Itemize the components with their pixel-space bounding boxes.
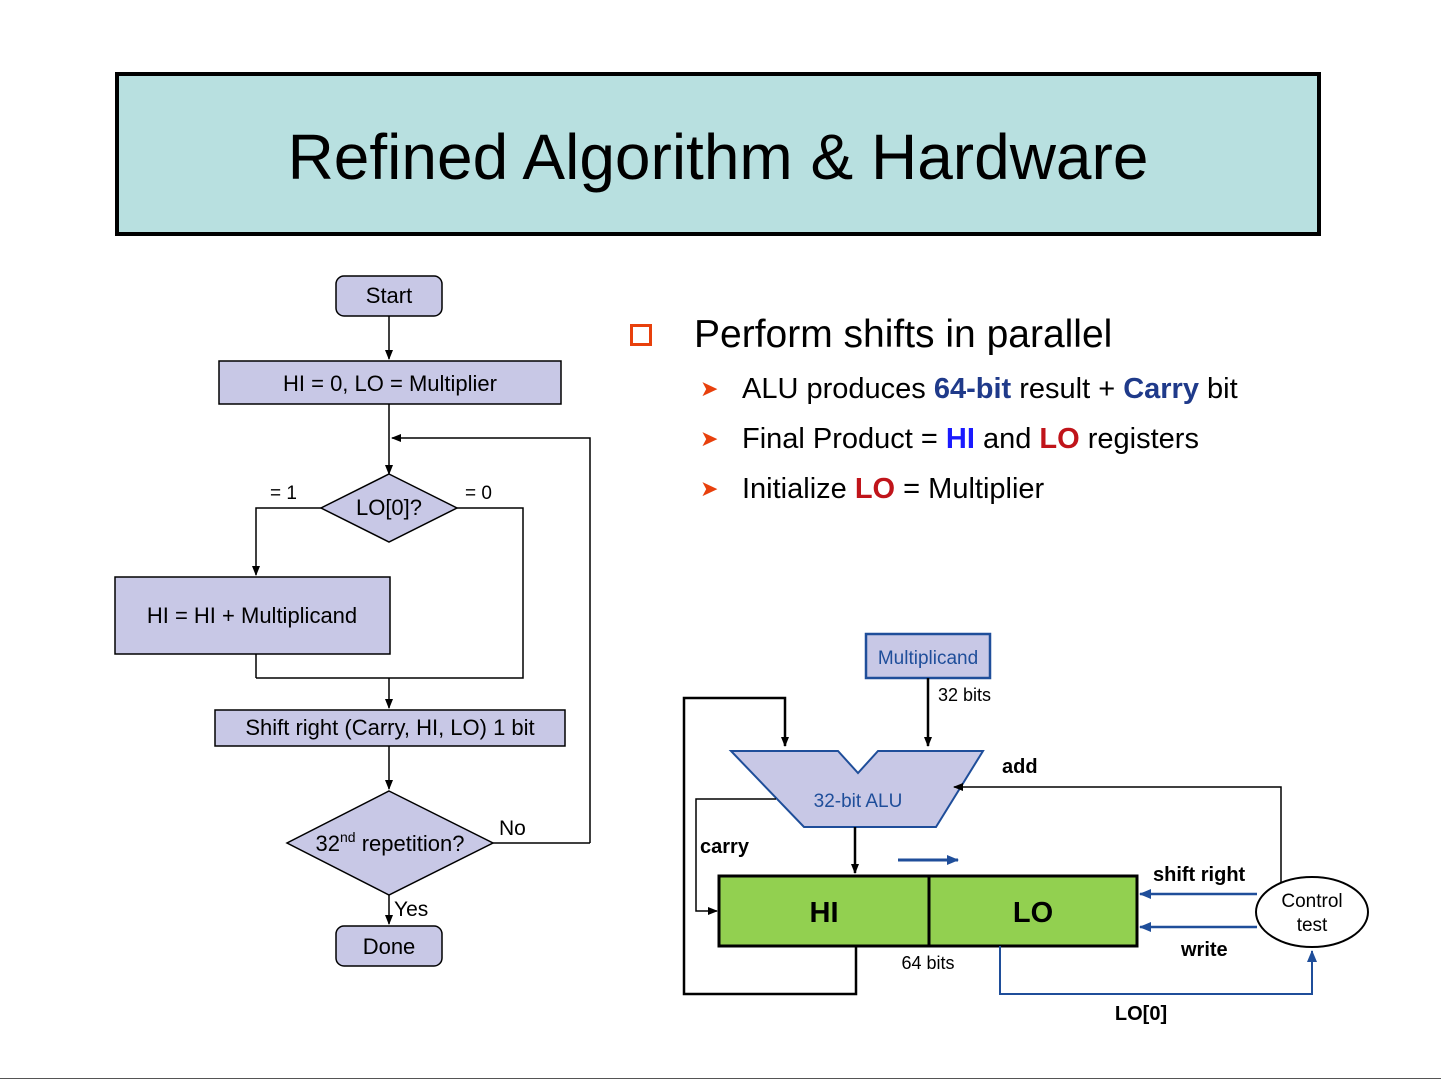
done-terminal [335, 925, 443, 967]
sub-bullet-1: ➤ ALU produces 64-bit result + Carry bit [700, 371, 1348, 407]
main-bullet: Perform shifts in parallel [628, 313, 1348, 357]
init-box [218, 360, 562, 405]
init-label: HI = 0, LO = Multiplier [283, 371, 497, 396]
sub-bullet-3: ➤ Initialize LO = Multiplier [700, 471, 1348, 507]
add-label: HI = HI + Multiplicand [147, 603, 357, 628]
arrow-bullet-icon: ➤ [700, 476, 719, 501]
control-unit [1255, 876, 1369, 948]
lo0-decision-label: LO[0]? [356, 495, 422, 520]
yes-label: Yes [394, 898, 428, 921]
bullet-list: Perform shifts in parallel ➤ ALU produce… [628, 313, 1348, 507]
footer-divider [0, 1078, 1441, 1079]
flowchart: Start HI = 0, LO = Multiplier LO[0]? = 1… [114, 275, 591, 967]
carry-label: carry [700, 836, 750, 858]
lo-register [927, 874, 1139, 948]
shift-label: Shift right (Carry, HI, LO) 1 bit [245, 715, 534, 740]
bits32-label: 32 bits [938, 685, 991, 705]
shift-right-label: shift right [1153, 864, 1246, 886]
multiplicand-register [864, 632, 992, 680]
title-box: Refined Algorithm & Hardware [115, 72, 1321, 236]
lo-label: LO [1013, 897, 1053, 929]
done-label: Done [363, 934, 416, 959]
eq0-label: = 0 [465, 483, 492, 504]
add-box [114, 576, 391, 655]
alu [728, 750, 985, 828]
lo0-decision [319, 473, 459, 543]
main-bullet-text: Perform shifts in parallel [694, 313, 1113, 356]
sub2-text: Final Product = HI and LO registers [742, 422, 1199, 455]
eq1-label: = 1 [270, 483, 297, 504]
add-control-label: add [1002, 756, 1038, 778]
write-label: write [1180, 939, 1228, 961]
sub3-text: Initialize LO = Multiplier [742, 472, 1045, 505]
no-label: No [499, 817, 526, 840]
repetition-decision-label: 32nd repetition? [316, 829, 465, 856]
arrow-bullet-icon: ➤ [700, 376, 719, 401]
checkbox-bullet-icon [630, 324, 652, 346]
arrow-bullet-icon: ➤ [700, 426, 719, 451]
hardware-diagram: Multiplicand 32 bits 32-bit ALU carry ad… [682, 632, 1369, 1025]
hi-register [717, 874, 931, 948]
bits64-label: 64 bits [901, 953, 954, 973]
sub-bullet-2: ➤ Final Product = HI and LO registers [700, 421, 1348, 457]
sub1-text: ALU produces 64-bit result + Carry bit [742, 372, 1238, 405]
control-label-1: Control [1281, 891, 1342, 912]
start-label: Start [366, 283, 412, 308]
shift-box [214, 709, 566, 747]
alu-label: 32-bit ALU [814, 791, 903, 812]
slide-title: Refined Algorithm & Hardware [287, 121, 1149, 193]
multiplicand-label: Multiplicand [878, 648, 978, 669]
hi-label: HI [810, 897, 839, 929]
control-label-2: test [1297, 915, 1328, 936]
lo0-signal-label: LO[0] [1115, 1003, 1167, 1025]
